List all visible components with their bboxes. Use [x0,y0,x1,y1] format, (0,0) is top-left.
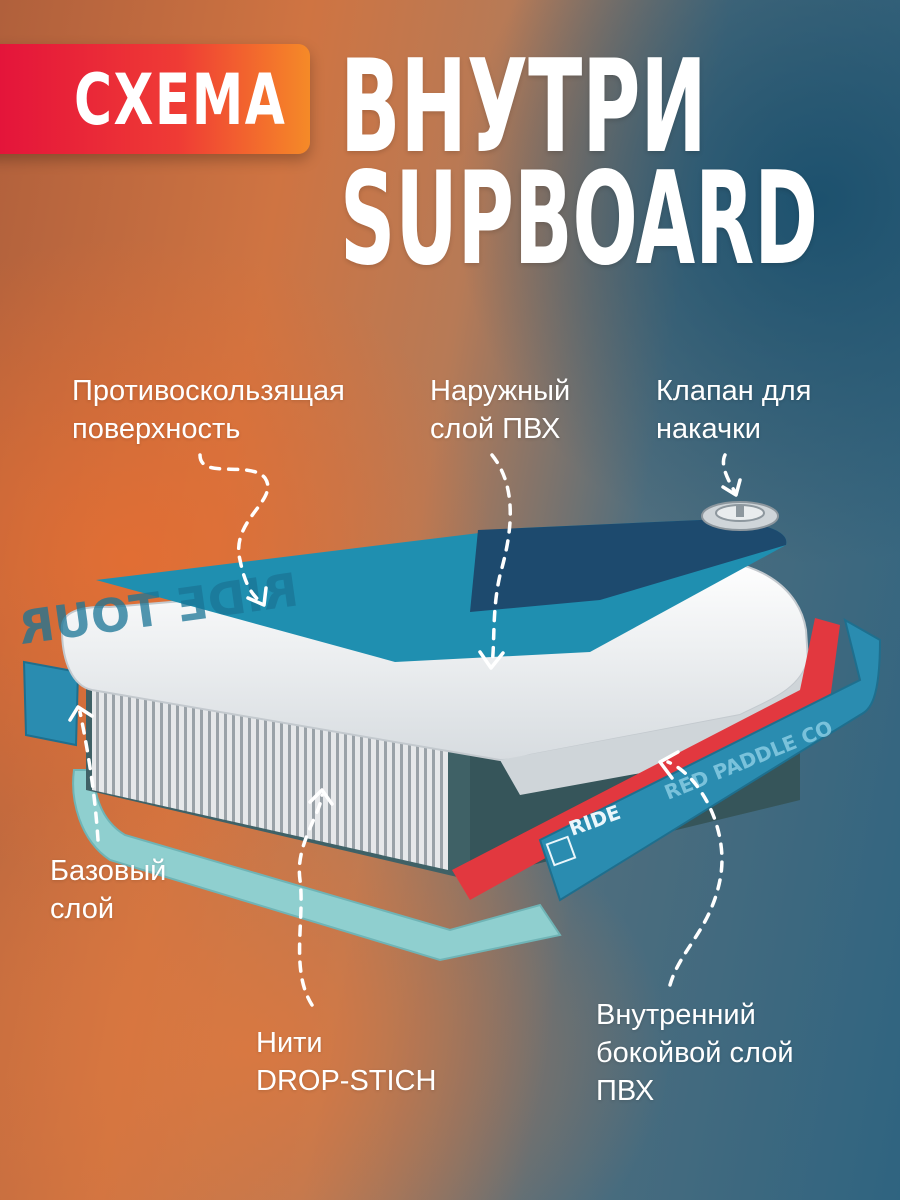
left-rail-strip [22,660,80,747]
rail-logo-icon [545,835,577,867]
arrow-valve [721,453,742,497]
label-drop-stitch: Нити DROP-STICH [256,1027,437,1097]
label-inner-side-pvc: Внутренний бокойвой слой ПВХ [596,999,794,1107]
arrow-inner-side-pvc [658,750,724,987]
outer-rail-teal [538,617,882,902]
title-line-2: SUPBOARD [340,145,819,294]
arrow-anti-slip [198,453,270,607]
arrow-outer-pvc [478,453,512,670]
base-layer [72,769,562,962]
valve-icon [701,501,779,531]
label-anti-slip: Противоскользящая поверхность [72,375,345,445]
arrow-drop-stitch [297,788,334,1007]
title-line-1: ВНУТРИ [340,33,707,182]
arrow-base-layer [68,705,100,842]
outer-pvc-thickness [500,660,808,795]
inner-side-pvc-red [452,618,840,900]
label-outer-pvc: Наружный слой ПВХ [430,375,571,445]
label-base-layer: Базовый слой [50,855,167,925]
deck-pad-navy-section [470,520,787,612]
badge-background [0,44,310,154]
label-valve: Клапан для накачки [656,375,812,445]
